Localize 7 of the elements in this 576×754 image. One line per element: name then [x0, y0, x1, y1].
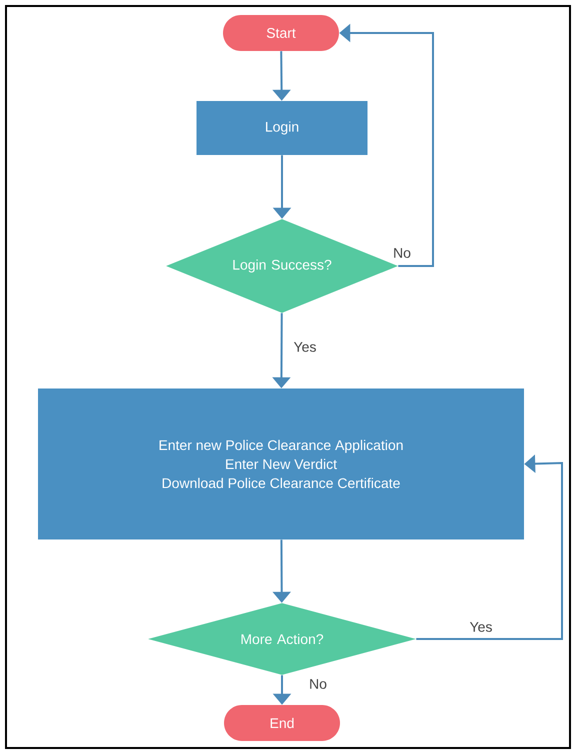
- edge-label: Yes: [292, 341, 318, 353]
- edge-label: Yes: [468, 621, 494, 633]
- process-box: Enter new Police Clearance Application Enter New Verdict Download Police Clearance Certificate: [38, 388, 524, 540]
- process-box: Login: [196, 101, 368, 155]
- edge-label: No: [308, 678, 328, 690]
- terminal-box: Start: [223, 15, 339, 51]
- terminal-box: End: [224, 705, 340, 741]
